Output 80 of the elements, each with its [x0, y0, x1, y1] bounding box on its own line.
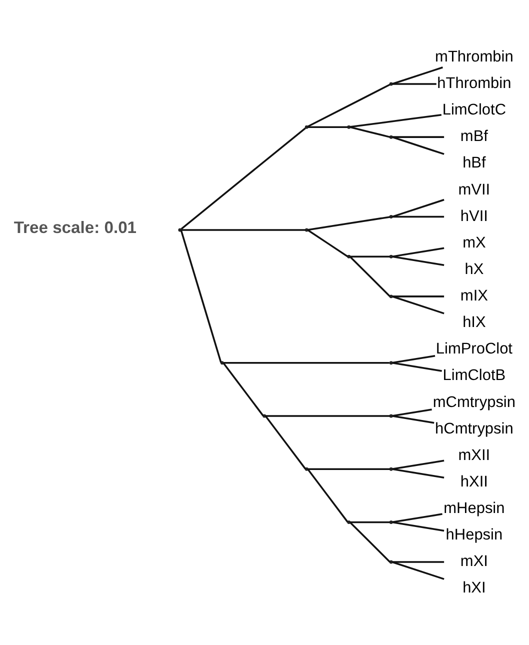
node-point [347, 254, 351, 258]
node-point [220, 360, 224, 364]
node-text: mVII [458, 180, 490, 198]
node-text: mThrombin [435, 48, 514, 65]
connector [392, 408, 432, 416]
connector [392, 468, 444, 478]
node-text: hXII [460, 472, 488, 490]
node-point [389, 520, 393, 524]
connector [349, 256, 391, 296]
node-text: hX [464, 260, 484, 278]
connector [392, 66, 443, 84]
node-text: mBf [460, 128, 488, 145]
connector [307, 228, 348, 257]
connector [392, 459, 444, 470]
node-text: hThrombin [437, 74, 512, 92]
node-point [389, 294, 393, 298]
connector [308, 126, 348, 128]
node-point [389, 560, 393, 564]
node-text: mCmtrypsin [432, 393, 516, 410]
node-text: hXI [462, 579, 486, 596]
node-point [347, 520, 351, 524]
connector [350, 113, 442, 128]
connector [392, 560, 444, 580]
node-text: mXII [458, 446, 490, 464]
connector [392, 198, 444, 218]
node-point [304, 466, 308, 470]
connector [392, 295, 444, 314]
connector [392, 560, 444, 562]
connector [224, 361, 390, 364]
connector [392, 520, 444, 532]
connector [392, 136, 444, 138]
connector [264, 415, 306, 469]
node-point [389, 134, 393, 138]
connector [180, 230, 222, 362]
connector [392, 354, 436, 364]
node-point [389, 254, 393, 258]
node-text: mHepsin [444, 500, 505, 517]
connector [392, 414, 434, 424]
connector [350, 520, 390, 523]
label: Tree scale: 0.01 [14, 217, 137, 236]
node-point [262, 414, 266, 418]
connector [266, 414, 390, 416]
node-text: LimClotC [442, 101, 506, 118]
node-text: mIX [460, 287, 488, 304]
connector [180, 126, 306, 230]
connector [308, 216, 390, 230]
node-point [389, 82, 393, 86]
connector [392, 215, 444, 218]
connector [392, 362, 442, 372]
node-text: LimClotB [442, 366, 506, 384]
connector [181, 228, 306, 230]
connector [349, 521, 391, 562]
node-point [389, 414, 393, 418]
connector [392, 295, 444, 297]
connector [308, 468, 390, 470]
node-text: hCmtrypsin [435, 420, 514, 437]
connector [350, 126, 390, 138]
node-point [389, 466, 393, 470]
node-text: hIX [462, 314, 486, 331]
node-point [347, 124, 351, 128]
connector [392, 136, 444, 154]
node-point [389, 360, 393, 364]
connector [392, 255, 444, 266]
node-text: LimProClot [436, 340, 512, 358]
node-text: hBf [462, 154, 486, 172]
connector [392, 82, 436, 84]
node-text: hHepsin [446, 526, 503, 544]
connector [392, 512, 442, 523]
node-point [178, 228, 182, 232]
node-text: mXI [460, 552, 488, 570]
connector [392, 246, 444, 257]
connector [307, 83, 390, 127]
connector [307, 468, 348, 522]
node-point [389, 214, 393, 218]
connector [222, 362, 264, 416]
node-text: mX [462, 234, 486, 251]
node-point [304, 124, 308, 128]
node-point [304, 228, 308, 232]
connector [350, 255, 390, 257]
node-text: hVII [460, 207, 488, 224]
